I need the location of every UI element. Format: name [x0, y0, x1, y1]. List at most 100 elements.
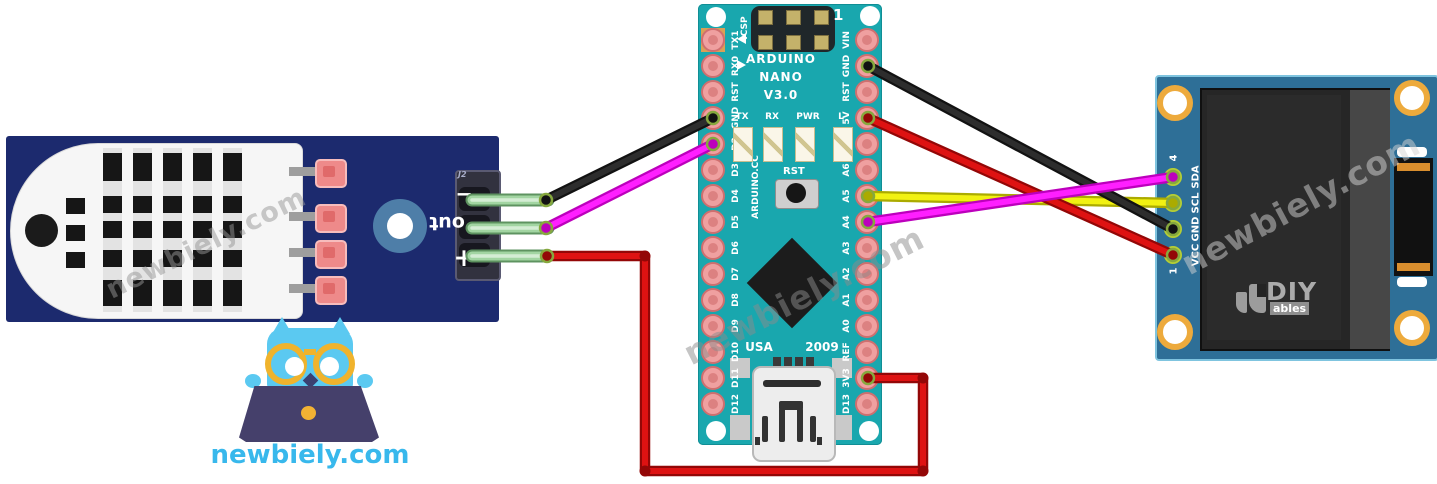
pin-hole	[862, 165, 872, 175]
icsp-pin	[814, 35, 829, 50]
dht22-small-vents	[66, 196, 85, 268]
nano-pin-d3-left	[701, 158, 725, 182]
dht22-solder-pad	[315, 159, 347, 188]
usb-shell-leg	[779, 408, 785, 442]
nano-pin-d12-left	[701, 392, 725, 416]
nano-pin-d7-left	[701, 262, 725, 286]
led-tx	[733, 127, 753, 162]
pad-center	[323, 247, 335, 258]
dht22-solder-pad	[315, 276, 347, 305]
nano-mount-hole	[706, 421, 726, 441]
usb-shell-bar	[810, 416, 816, 442]
owl-glasses-left	[265, 343, 307, 385]
oled-mount-hole	[1394, 80, 1430, 116]
nano-pin-rst-right	[855, 80, 879, 104]
nano-pin-d8-left	[701, 288, 725, 312]
oled-mount-hole	[1394, 310, 1430, 346]
owl-wing-left	[245, 374, 261, 388]
led-label-pwr: PWR	[796, 112, 820, 122]
dht22-solder-pad	[315, 204, 347, 233]
led-pwr	[795, 127, 815, 162]
oled-flex-contact	[1397, 263, 1430, 271]
dht22-pad-lead	[289, 248, 319, 257]
oled-screen-bezel-strip	[1350, 88, 1390, 351]
pin-hole	[862, 399, 872, 409]
nano-pin-d4-left	[701, 184, 725, 208]
pad-center	[323, 211, 335, 222]
nano-pin-a7-right	[855, 132, 879, 156]
nano-pin-a2-right	[855, 262, 879, 286]
nano-pin-d11-left	[701, 366, 725, 390]
led-l	[833, 127, 853, 162]
nano-pin-a6-right	[855, 158, 879, 182]
pin-hole	[708, 295, 718, 305]
usb-mount-tab	[730, 358, 750, 378]
pin-hole	[708, 217, 718, 227]
pin-hole	[708, 243, 718, 253]
pin-hole	[862, 269, 872, 279]
nano-mount-hole	[706, 7, 726, 27]
pad-center	[323, 166, 335, 177]
owl-laptop-logo-dot	[301, 406, 316, 420]
nano-mount-hole	[859, 421, 879, 441]
pin-hole	[862, 321, 872, 331]
oled-flex-contact	[1397, 163, 1430, 171]
nano-pin-vin-right	[855, 28, 879, 52]
oled-mount-hole	[1157, 314, 1193, 350]
dht22-vent-row	[103, 221, 243, 238]
oled-flex-connector	[1394, 158, 1433, 276]
usb-mount-tab	[832, 415, 852, 440]
led-label-tx: TX	[735, 112, 749, 122]
pin-hole	[862, 139, 872, 149]
nano-pin-a3-right	[855, 236, 879, 260]
nano-origin-text: USA	[745, 340, 773, 354]
led-label-l: L	[838, 112, 844, 122]
diyables-logo-sub: ables	[1270, 302, 1310, 315]
nano-pin-d6-left	[701, 236, 725, 260]
pin-hole	[862, 243, 872, 253]
icsp-pin1-marker: 1	[833, 6, 844, 24]
owl-wing-right	[357, 374, 373, 388]
nano-pin-a0-right	[855, 314, 879, 338]
dht22-connector-ref: J2	[458, 170, 467, 179]
diyables-logo-icon-notch	[1257, 284, 1266, 297]
wire-dht-minus-to-nano-gnd	[538, 110, 721, 208]
nano-pin-rst-left	[701, 80, 725, 104]
usb-shell-bar	[762, 416, 768, 442]
usb-shell-foot	[755, 437, 760, 445]
dht22-vent-row	[103, 153, 243, 181]
diyables-logo-icon	[1236, 292, 1247, 313]
icsp-pin	[814, 10, 829, 25]
owl-eye-left	[285, 357, 304, 376]
pin-hole	[708, 87, 718, 97]
wire-nano-a4-to-oled-sda	[860, 169, 1181, 230]
oled-mount-hole	[1157, 85, 1193, 121]
usb-mount-tab	[832, 358, 852, 378]
pin-hole	[862, 347, 872, 357]
pin-hole	[708, 269, 718, 279]
led-label-rx: RX	[765, 112, 779, 122]
oled-board-notch	[1397, 277, 1427, 287]
dht22-pad-lead	[289, 284, 319, 293]
pin-hole	[708, 165, 718, 175]
pin-hole	[862, 295, 872, 305]
pin-hole	[708, 191, 718, 201]
pin-hole	[708, 321, 718, 331]
nano-title-line2: NANO	[759, 70, 803, 84]
nano-pin-d10-left	[701, 340, 725, 364]
pad-center	[323, 283, 335, 294]
nano-year-text: 2009	[805, 340, 839, 354]
pin-hole	[862, 87, 872, 97]
pin-hole	[708, 61, 718, 71]
usb-shell-top	[779, 401, 803, 410]
nano-pin-ref-right	[855, 340, 879, 364]
dht22-vent-row	[103, 280, 243, 306]
oled-screen-glass	[1207, 95, 1341, 340]
pin-hole	[708, 399, 718, 409]
nano-pin-d13-right	[855, 392, 879, 416]
usb-mount-tab	[730, 415, 750, 440]
pin-hole	[708, 347, 718, 357]
diyables-logo-main: DIY	[1266, 277, 1318, 306]
tx-direction-arrow-icon	[737, 34, 746, 44]
